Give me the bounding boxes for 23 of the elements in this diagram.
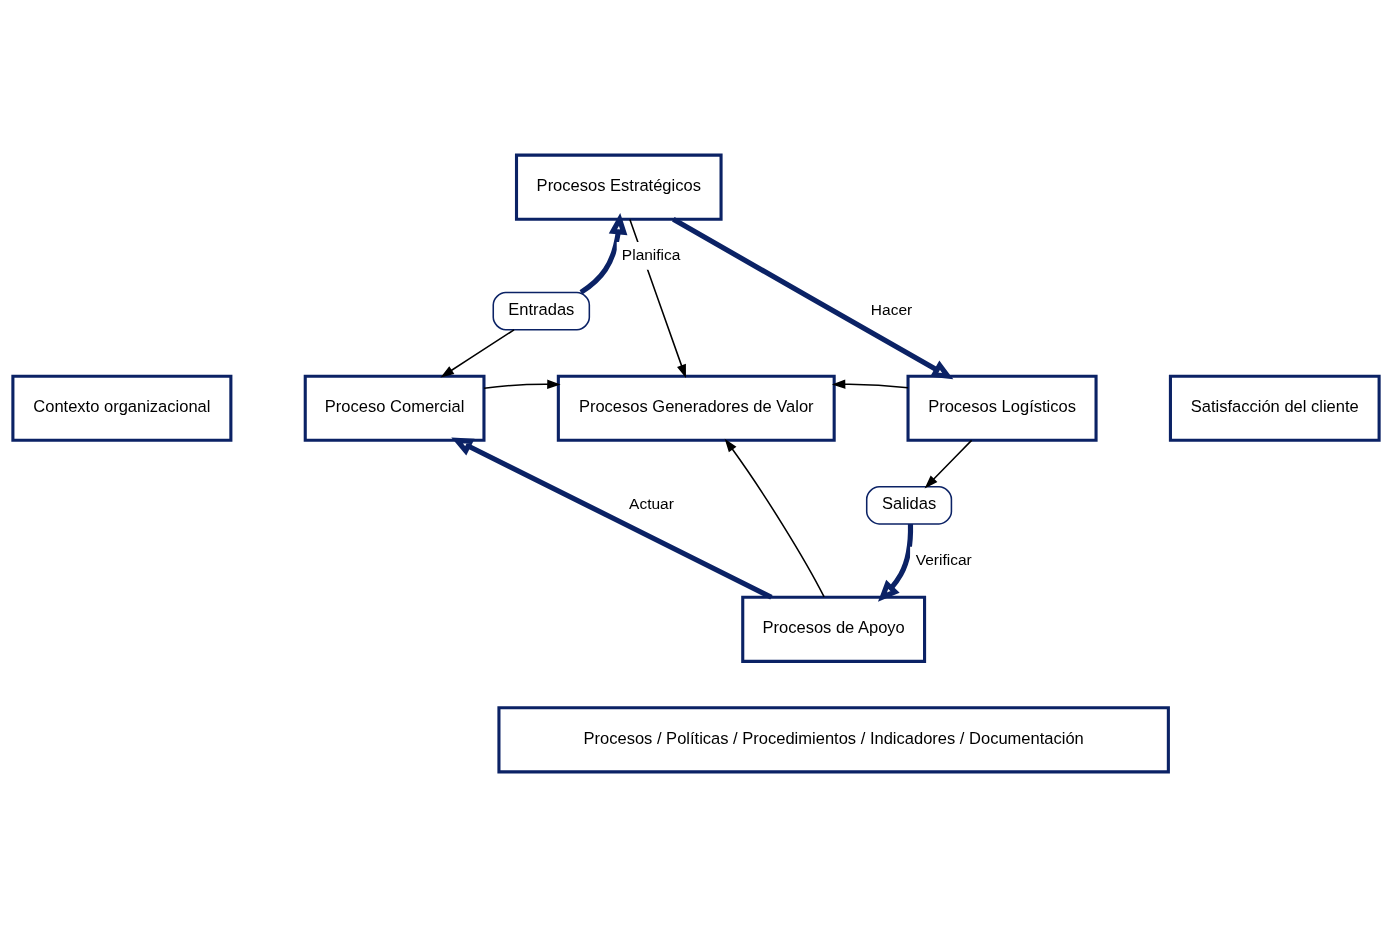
edge-label: Actuar bbox=[629, 495, 674, 513]
arrow bbox=[877, 524, 914, 602]
node-box: Procesos de Apoyo bbox=[741, 595, 927, 663]
node-box: Contexto organizacional bbox=[11, 374, 233, 442]
arrow bbox=[831, 379, 909, 389]
arrow bbox=[483, 379, 561, 389]
arrow bbox=[672, 217, 954, 380]
node-box: Proceso Comercial bbox=[303, 374, 486, 442]
node-box: Procesos Generadores de Valor bbox=[556, 374, 836, 442]
node-box: Procesos Logísticos bbox=[906, 374, 1098, 442]
node-box: Satisfacción del cliente bbox=[1168, 374, 1381, 442]
edge-label: Hacer bbox=[870, 301, 913, 319]
node-box: Entradas bbox=[492, 291, 591, 331]
edge-label: Verificar bbox=[915, 550, 972, 568]
node-box: Procesos Estratégicos bbox=[514, 153, 723, 221]
arrow bbox=[924, 439, 973, 489]
arrow bbox=[579, 213, 628, 295]
arrow bbox=[724, 438, 825, 598]
arrow bbox=[440, 329, 515, 378]
arrow bbox=[451, 437, 773, 600]
node-box: Procesos / Políticas / Procedimientos / Indicadores / Documentación bbox=[497, 706, 1170, 774]
node-box: Salidas bbox=[865, 485, 953, 525]
edge-label: Planifica bbox=[621, 245, 681, 263]
